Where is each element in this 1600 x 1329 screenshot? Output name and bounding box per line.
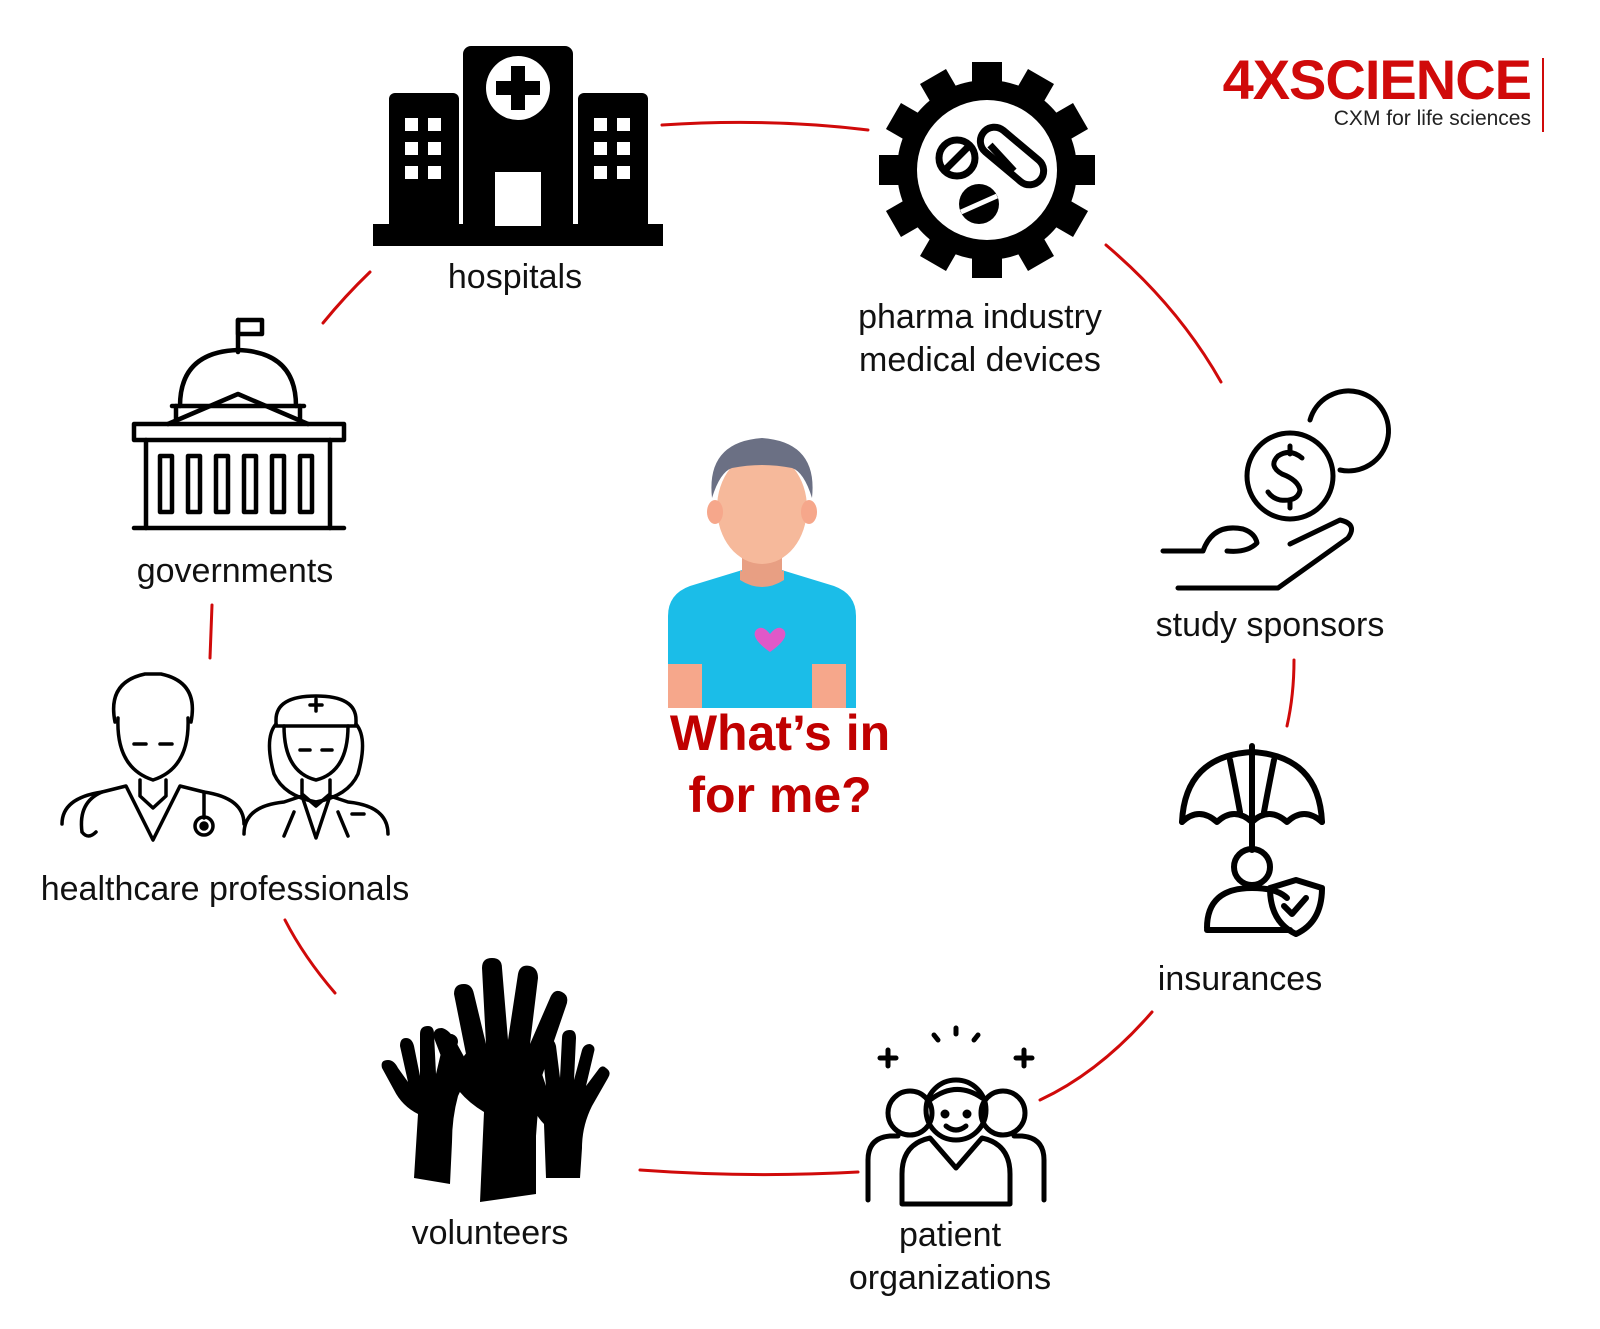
node-label-sponsors: study sponsors [1120,604,1420,647]
hand-coins-icon [1160,388,1391,591]
label-governments: governments [136,552,334,590]
umbrella-person-icon [1179,743,1325,937]
label-insurances: insurances [1157,960,1323,998]
label-volunteers: volunteers [411,1214,569,1252]
label-medical-devices: medical devices [859,341,1101,379]
patient-avatar-icon [668,438,856,708]
node-label-pharma: pharma industry medical devices [830,296,1130,382]
label-organizations: organizations [848,1259,1052,1297]
connector-sponsors-insurances [1285,658,1296,728]
brand-tagline: CXM for life sciences [1333,107,1531,130]
raised-hands-icon [381,958,610,1202]
label-study-sponsors: study sponsors [1155,606,1385,644]
connector-hospitals-pharma [660,120,870,132]
connector-governments-hospitals [321,270,372,325]
connector-volunteers-hcp [283,918,337,995]
center-question-line2: for me? [688,767,872,823]
center-question: What’s in for me? [600,702,960,826]
label-hospitals: hospitals [447,258,583,296]
brand-divider [1542,58,1544,132]
doctor-nurse-icon [60,672,390,842]
node-label-governments: governments [110,550,360,593]
connector-patientorgs-volunteers [638,1168,860,1177]
capitol-building-icon [131,317,347,531]
center-question-line1: What’s in [669,705,891,761]
label-pharma-industry: pharma industry [858,298,1102,336]
node-label-hcp: healthcare professionals [20,868,430,911]
label-patient: patient [898,1216,1002,1254]
node-label-volunteers: volunteers [390,1212,590,1255]
connector-insurances-patientorgs [1038,1010,1154,1102]
hospital-icon [373,46,663,246]
brand-logo-text: 4XSCIENCE [1222,48,1532,111]
connector-pharma-sponsors [1104,243,1223,384]
node-label-insurances: insurances [1140,958,1340,1001]
node-label-patient-orgs: patient organizations [800,1214,1100,1300]
pills-gear-icon [879,62,1095,278]
node-label-hospitals: hospitals [415,256,615,299]
patient-group-icon [865,1025,1047,1207]
connector-hcp-governments [208,603,214,660]
label-healthcare-professionals: healthcare professionals [40,870,410,908]
